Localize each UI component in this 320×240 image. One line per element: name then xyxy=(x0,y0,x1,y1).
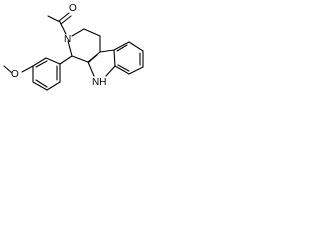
bond-benzo-inner-3 xyxy=(116,44,128,52)
acetyl-oxygen-label: O xyxy=(69,3,77,14)
tetrahydropyridine-ring xyxy=(67,28,101,63)
bond-benzo-5 xyxy=(128,41,144,52)
bond-benzo-1 xyxy=(113,49,116,67)
bond-ch2-to-ch2 xyxy=(83,28,101,37)
bond-benzo-2 xyxy=(114,65,130,75)
indole-nh-label: NH xyxy=(92,77,106,88)
ring-nitrogen-label: N xyxy=(64,34,71,45)
bond-c2-to-c1 xyxy=(71,55,89,63)
methoxy-oxygen-label: O xyxy=(11,69,19,80)
bond-carbonyl-to-n xyxy=(59,21,67,35)
bond-methyl-to-carbonyl xyxy=(47,15,61,23)
bond-carbonyl-c-to-o-a xyxy=(58,12,70,22)
bond-c1-to-aryl xyxy=(59,55,73,65)
bond-n-to-ch2 xyxy=(71,28,85,37)
bond-aryl-to-methoxy-o xyxy=(21,65,34,73)
bond-carbonyl-c-to-o-b xyxy=(60,15,72,25)
methoxyphenyl-group xyxy=(3,55,73,91)
indole-benzene-ring xyxy=(113,41,144,75)
bond-aryl-2 xyxy=(32,57,47,67)
bond-methoxy-o-to-ch3 xyxy=(3,65,13,74)
bond-aryl-5 xyxy=(46,81,61,91)
bond-c1-to-n xyxy=(67,40,73,57)
bond-c3a-to-c3 xyxy=(99,49,115,53)
bond-indole-c3-to-c2-double xyxy=(88,54,98,63)
bond-benzo-inner-1 xyxy=(117,64,130,72)
bond-aryl-1 xyxy=(45,57,61,65)
bond-c2-to-nh xyxy=(87,61,95,77)
bond-benzo-6 xyxy=(113,41,130,51)
chemical-structure-diagram: O N NH O xyxy=(3,3,144,91)
bond-aryl-inner-2 xyxy=(35,79,48,88)
bond-aryl-4 xyxy=(32,81,48,91)
acetyl-group xyxy=(47,12,72,35)
bond-benzo-3 xyxy=(128,66,144,75)
bond-nh-to-c7a xyxy=(105,65,116,77)
indole-pyrrole-ring xyxy=(87,49,116,77)
bond-aryl-inner-1 xyxy=(35,60,48,68)
